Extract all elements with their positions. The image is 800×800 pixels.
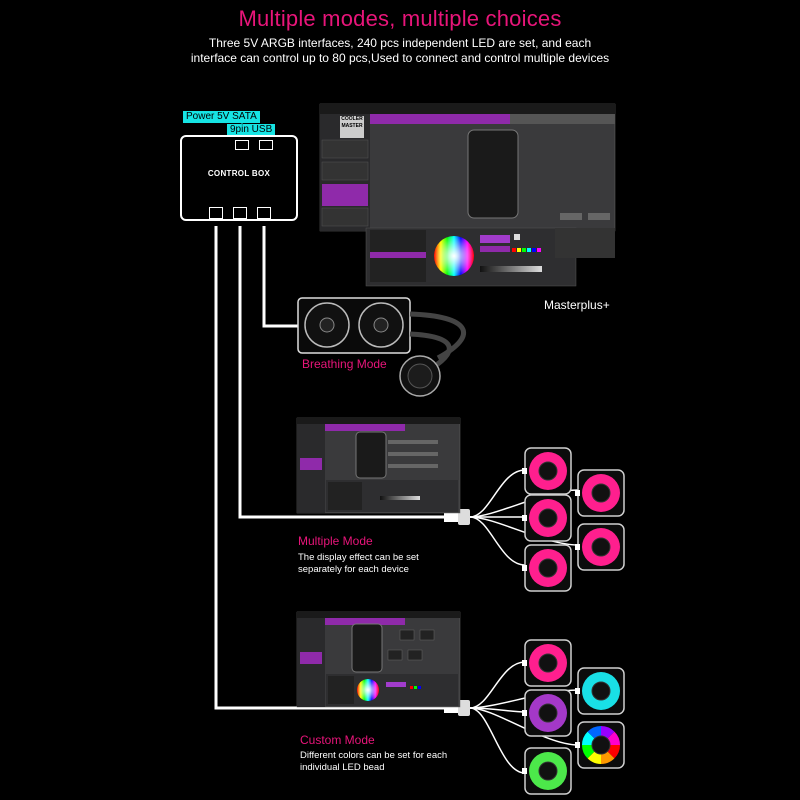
software-name: Masterplus+ — [544, 298, 610, 312]
fan-multiple-1 — [522, 447, 572, 495]
usb-label: 9pin USB — [227, 124, 276, 136]
sata-port — [235, 140, 249, 150]
custom-mode-desc-line-2: individual LED bead — [300, 762, 385, 773]
fan-custom-3 — [522, 689, 572, 737]
cooler-master-logo: COOLER MASTER — [340, 116, 364, 138]
argb-port-1 — [209, 207, 223, 219]
fan-multiple-4 — [575, 523, 625, 571]
fan-custom-1 — [522, 639, 572, 687]
power-sata-label: Power 5V SATA — [183, 111, 260, 123]
software-window-multiple — [296, 417, 461, 514]
splitter-custom — [444, 661, 579, 774]
fan-custom-5 — [522, 747, 572, 795]
page-title: Multiple modes, multiple choices — [238, 6, 562, 31]
page-subtitle: Three 5V ARGB interfaces, 240 pcs indepe… — [150, 36, 650, 66]
splitter-multiple — [444, 469, 579, 566]
breathing-mode-title: Breathing Mode — [302, 357, 387, 371]
multiple-mode-desc-line-1: The display effect can be set — [298, 552, 419, 563]
fan-custom-2 — [575, 667, 625, 715]
custom-mode-desc-line-1: Different colors can be set for each — [300, 750, 448, 761]
cable-2 — [238, 226, 450, 519]
software-window-main — [319, 103, 616, 287]
argb-port-2 — [233, 207, 247, 219]
fan-multiple-5 — [522, 544, 572, 592]
multiple-mode-title: Multiple Mode — [298, 534, 373, 548]
fan-multiple-2 — [575, 469, 625, 517]
cables — [214, 226, 450, 710]
cable-1 — [214, 226, 450, 710]
control-box-label: CONTROL BOX — [207, 169, 271, 178]
multiple-mode-desc: The display effect can be set separately… — [298, 552, 419, 576]
fan-multiple-3 — [522, 494, 572, 542]
argb-port-3 — [257, 207, 271, 219]
custom-mode-desc: Different colors can be set for each ind… — [300, 750, 447, 774]
control-box: CONTROL BOX — [180, 135, 298, 221]
subtitle-line-1: Three 5V ARGB interfaces, 240 pcs indepe… — [208, 36, 592, 50]
software-window-custom — [296, 611, 461, 708]
cable-3 — [262, 226, 300, 328]
fan-custom-4 — [575, 721, 625, 769]
fans-layer — [522, 447, 625, 795]
multiple-mode-desc-line-2: separately for each device — [298, 564, 409, 575]
usb-port — [259, 140, 273, 150]
subtitle-line-2: interface can control up to 80 pcs,Used … — [190, 51, 610, 65]
aio-cooler — [297, 297, 467, 397]
custom-mode-title: Custom Mode — [300, 733, 375, 747]
